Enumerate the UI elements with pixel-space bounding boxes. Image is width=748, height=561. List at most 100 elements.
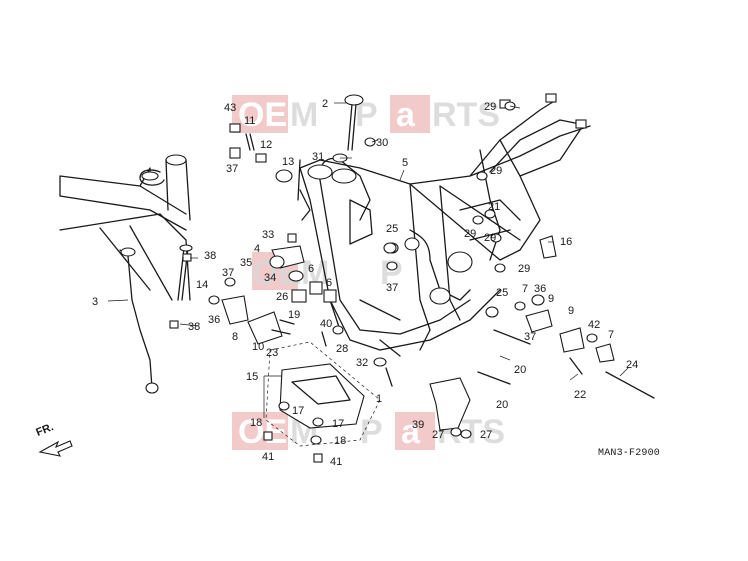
callout-37-3: 37 <box>386 282 398 294</box>
washer-17-left <box>278 401 290 411</box>
callout-14: 14 <box>196 279 208 291</box>
skid-plate-15 <box>265 341 381 447</box>
bolt-43 <box>229 123 241 133</box>
clip-29-a <box>472 215 484 225</box>
svg-text:RTS: RTS <box>432 96 500 134</box>
callout-23: 23 <box>266 347 278 359</box>
svg-text:a: a <box>401 413 421 451</box>
nut-21 <box>484 209 496 219</box>
bolt-40 <box>321 331 327 347</box>
washer-34 <box>288 270 304 282</box>
callout-41: 41 <box>262 451 274 463</box>
callout-40: 40 <box>320 318 332 330</box>
svg-text:P: P <box>360 413 383 451</box>
callout-41-2: 41 <box>330 456 342 468</box>
callout-1: 1 <box>376 393 382 405</box>
callout-33: 33 <box>262 229 274 241</box>
callout-7: 7 <box>522 283 528 295</box>
bolt-19 <box>271 319 295 335</box>
clip-29-b <box>490 233 502 243</box>
bolt-41-left <box>263 431 273 441</box>
clip-29-mid <box>476 171 488 181</box>
nut-36-right <box>531 294 545 306</box>
plate-10 <box>247 311 283 345</box>
svg-text:P: P <box>355 96 378 134</box>
callout-29-2: 29 <box>490 165 502 177</box>
callout-35: 35 <box>240 257 252 269</box>
main-frame <box>297 93 591 357</box>
bolt-33 <box>287 233 297 243</box>
callout-31: 31 <box>312 151 324 163</box>
callout-4: 4 <box>254 243 260 255</box>
cap-25-lower <box>485 306 499 318</box>
collar-6-b <box>323 289 337 303</box>
callout-27-2: 27 <box>480 429 492 441</box>
callout-13: 13 <box>282 156 294 168</box>
leader-lines <box>107 102 629 418</box>
collar-6-a <box>309 281 323 295</box>
washer-28 <box>332 325 344 335</box>
bolt-20-b <box>477 371 511 385</box>
callout-15: 15 <box>246 371 258 383</box>
pin-11 <box>245 133 255 151</box>
callout-42: 42 <box>588 319 600 331</box>
callout-30: 30 <box>376 137 388 149</box>
bolt-24 <box>605 371 655 399</box>
callout-18-2: 18 <box>334 435 346 447</box>
nut-30 <box>364 137 376 147</box>
washer-17-right <box>312 417 324 427</box>
clip-29-c <box>494 263 506 273</box>
hanger-7 <box>595 343 615 363</box>
callout-6-2: 6 <box>326 277 332 289</box>
bush-13 <box>275 169 293 183</box>
nut-7-top <box>514 301 526 311</box>
callout-28: 28 <box>336 343 348 355</box>
svg-text:OE: OE <box>238 413 287 451</box>
washer-42 <box>586 333 598 343</box>
callout-9: 9 <box>548 293 554 305</box>
plate-8 <box>221 295 249 325</box>
front-arrow-icon <box>38 440 73 457</box>
callout-26: 26 <box>276 291 288 303</box>
callout-25-2: 25 <box>496 287 508 299</box>
hanger-9-b <box>559 327 585 353</box>
callout-29-4: 29 <box>484 232 496 244</box>
svg-text:P: P <box>380 254 403 292</box>
nut-37-left <box>224 277 236 287</box>
callout-29-3: 29 <box>464 228 476 240</box>
callout-6: 6 <box>308 263 314 275</box>
collar-18 <box>310 435 322 445</box>
callout-3: 3 <box>92 296 98 308</box>
callout-24: 24 <box>626 359 638 371</box>
bracket-16 <box>539 235 557 259</box>
nut-37-center <box>386 261 398 271</box>
svg-text:OE: OE <box>238 96 287 134</box>
cap-25-upper <box>383 242 397 254</box>
callout-7-2: 7 <box>608 329 614 341</box>
callout-39: 39 <box>412 419 424 431</box>
callout-2: 2 <box>322 98 328 110</box>
callout-12: 12 <box>260 139 272 151</box>
callout-10: 10 <box>252 341 264 353</box>
callout-19: 19 <box>288 309 300 321</box>
washer-32 <box>373 357 387 367</box>
callout-16: 16 <box>560 236 572 248</box>
nut-27-left <box>450 427 462 437</box>
callout-37-2: 37 <box>222 267 234 279</box>
callout-36-2: 36 <box>534 283 546 295</box>
svg-text:a: a <box>396 96 416 134</box>
nut-38-upper <box>182 253 192 262</box>
hanger-9-a <box>525 309 553 333</box>
callout-36: 36 <box>208 314 220 326</box>
bolt-41-lower <box>313 453 323 463</box>
callout-38-2: 38 <box>188 321 200 333</box>
callout-21: 21 <box>488 201 500 213</box>
callout-8: 8 <box>232 331 238 343</box>
callout-25: 25 <box>386 223 398 235</box>
bolt-20-a <box>493 329 531 345</box>
callout-34: 34 <box>264 272 276 284</box>
nut-35 <box>269 255 285 269</box>
